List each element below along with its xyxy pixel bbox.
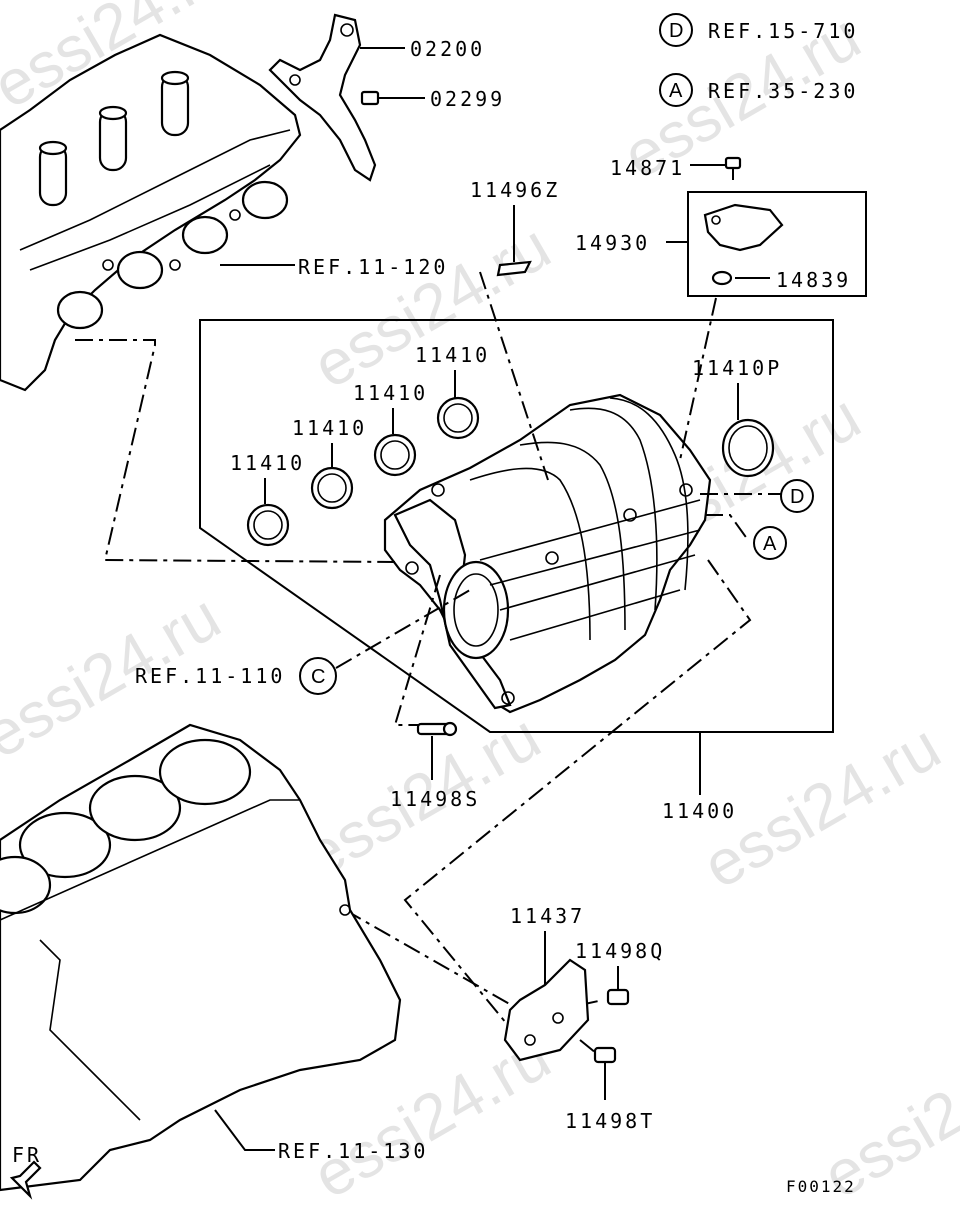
ref-11-130-text: REF.11-130 xyxy=(278,1139,428,1163)
gasket-11410-c: 11410 xyxy=(292,416,367,510)
label-11498q: 11498Q xyxy=(575,939,665,963)
label-14930: 14930 xyxy=(575,231,650,255)
label-11410-c: 11410 xyxy=(292,416,367,440)
ref-11-110: REF.11-110 C xyxy=(135,589,471,695)
ref-11-130: REF.11-130 xyxy=(214,1109,428,1163)
label-11400-group: 11400 xyxy=(662,732,737,823)
ref-11-110-text: REF.11-110 xyxy=(135,664,285,688)
gasket-11410-b: 11410 xyxy=(353,381,428,477)
callout-a-letter: A xyxy=(763,533,777,555)
bolt-11498q: 11498Q xyxy=(575,939,665,1006)
cylinder-head xyxy=(0,33,302,392)
label-11498s: 11498S xyxy=(390,787,480,811)
ref-d-letter: D xyxy=(669,20,683,42)
bolt-11498t: 11498T xyxy=(565,1046,655,1133)
label-02200: 02200 xyxy=(410,37,485,61)
callout-d: D xyxy=(700,479,814,513)
label-14839: 14839 xyxy=(776,268,851,292)
label-11410p: 11410P xyxy=(692,356,782,380)
label-11410-a: 11410 xyxy=(415,343,490,367)
label-14871: 14871 xyxy=(610,156,685,180)
ref-a-legend: A REF.35-230 xyxy=(659,73,858,107)
ref-a-letter: A xyxy=(669,80,683,102)
ref-d-legend: D REF.15-710 xyxy=(659,13,858,47)
callout-d-letter: D xyxy=(790,486,804,508)
label-11437: 11437 xyxy=(510,904,585,928)
label-11496z: 11496Z xyxy=(470,178,560,202)
gasket-11410-d: 11410 xyxy=(230,451,305,547)
bracket-02200: 02200 xyxy=(268,13,485,182)
callout-a: A xyxy=(705,514,787,560)
front-direction-indicator: FR xyxy=(9,1143,42,1200)
watermark: essi24.ru xyxy=(301,210,562,402)
clip-11496z: 11496Z xyxy=(470,178,560,277)
callout-c-letter: C xyxy=(311,666,325,688)
figure-code: F00122 xyxy=(786,1177,856,1196)
label-11410-d: 11410 xyxy=(230,451,305,475)
bolt-11498s: 11498S xyxy=(390,574,480,811)
bolt-02299: 02299 xyxy=(360,87,505,111)
intake-manifold xyxy=(383,393,712,714)
ref-a-text: REF.35-230 xyxy=(708,79,858,103)
sensor-box: 14930 14839 xyxy=(575,191,867,297)
gasket-11410-a: 11410 xyxy=(415,343,490,440)
ref-d-text: REF.15-710 xyxy=(708,19,858,43)
bracket-11437: 11437 xyxy=(503,904,590,1062)
label-11498t: 11498T xyxy=(565,1109,655,1133)
arrow-icon xyxy=(9,1160,42,1200)
ref-11-120-text: REF.11-120 xyxy=(298,255,448,279)
fr-label: FR xyxy=(12,1143,42,1167)
label-02299: 02299 xyxy=(430,87,505,111)
gasket-11410p: 11410P xyxy=(692,356,782,478)
manifold-kit-frame xyxy=(199,319,834,733)
label-11400: 11400 xyxy=(662,799,737,823)
label-11410-b: 11410 xyxy=(353,381,428,405)
cylinder-block xyxy=(0,723,402,1192)
screw-14871: 14871 xyxy=(610,156,742,180)
ref-11-120: REF.11-120 xyxy=(220,255,448,279)
